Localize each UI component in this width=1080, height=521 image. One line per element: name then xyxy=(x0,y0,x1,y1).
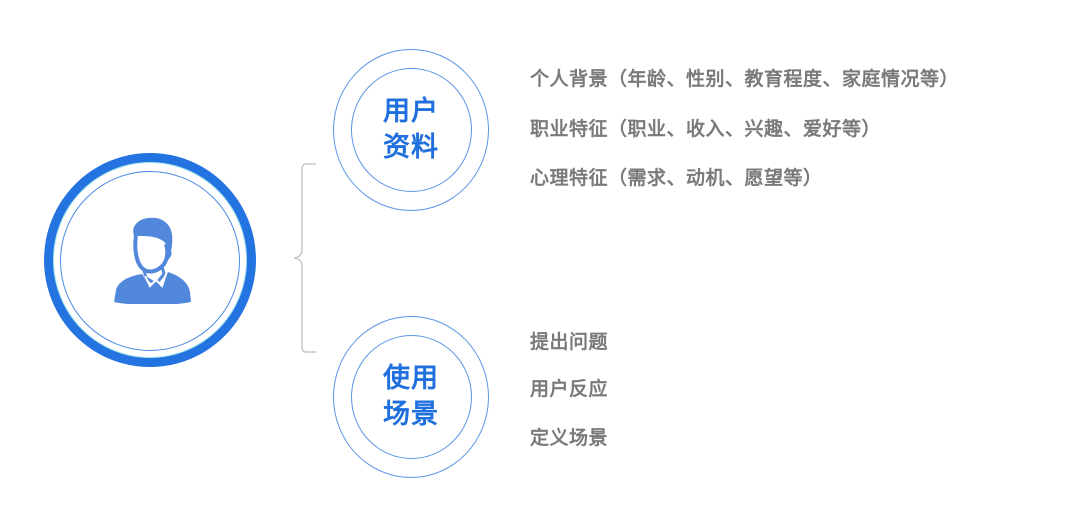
bracket-connector xyxy=(293,163,316,353)
profile-item-psychology: 心理特征（需求、动机、愿望等） xyxy=(530,167,823,189)
scenario-label-line2: 场景 xyxy=(383,399,439,430)
scenario-ring-inner xyxy=(351,335,472,459)
profile-label-line2: 资料 xyxy=(383,132,439,163)
scenario-label-line1: 使用 xyxy=(383,363,439,394)
profile-item-background: 个人背景（年龄、性别、教育程度、家庭情况等） xyxy=(530,68,960,90)
profile-label: 用户 资料 xyxy=(351,94,471,166)
scenario-item-raise-question: 提出问题 xyxy=(530,331,609,353)
scenario-ring-outer xyxy=(333,316,489,478)
scenario-item-define-scene: 定义场景 xyxy=(530,427,609,449)
profile-ring-outer xyxy=(333,49,489,211)
profile-item-occupation: 职业特征（职业、收入、兴趣、爱好等） xyxy=(530,118,882,140)
profile-label-line1: 用户 xyxy=(383,96,439,127)
scenario-item-user-reaction: 用户反应 xyxy=(530,378,609,400)
user-avatar-icon xyxy=(114,217,191,304)
central-ring-inner xyxy=(60,171,240,351)
profile-ring-inner xyxy=(351,68,472,192)
scenario-label: 使用 场景 xyxy=(351,361,471,433)
central-ring-outer xyxy=(44,153,256,367)
